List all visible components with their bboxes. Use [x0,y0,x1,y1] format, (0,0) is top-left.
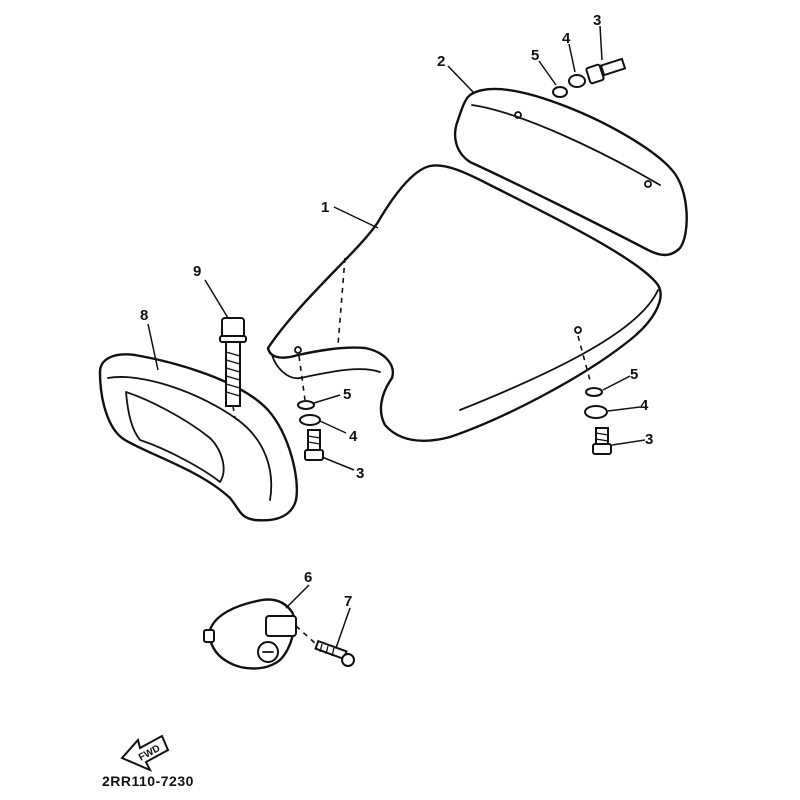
seat-lock-part [203,598,297,670]
callout-5-left: 5 [343,386,351,403]
rear-pad-part [454,87,688,257]
callout-8: 8 [140,307,148,324]
lock-bracket [265,615,297,637]
bolt-head-right [592,443,612,455]
main-seat-part [266,164,662,442]
callouts: 1 2 3 4 5 5 4 3 5 4 3 6 7 8 9 [140,12,653,610]
lock-screw-part [295,625,355,667]
callout-7: 7 [344,593,352,610]
callout-3-left: 3 [356,465,364,482]
callout-5-right: 5 [630,366,638,383]
callout-3-top: 3 [593,12,601,29]
washer-left [297,400,315,410]
lock-washer-left [299,414,321,426]
callout-3-right: 3 [645,431,653,448]
callout-9: 9 [193,263,201,280]
hardware-stack-top [552,57,627,98]
callout-4-right: 4 [640,397,649,414]
bolt-shaft-top [599,57,627,77]
callout-4-left: 4 [349,428,358,445]
lock-washer-top [568,74,586,88]
lock-washer-right [584,405,608,419]
callout-5-top: 5 [531,47,539,64]
long-bolt-part [219,317,247,419]
forward-arrow-icon: FWD [120,734,170,772]
callout-1: 1 [321,199,329,216]
washer-top [552,86,568,98]
hardware-stack-right [577,335,612,455]
side-cover-part [98,353,298,522]
callout-4-top: 4 [562,30,571,47]
bolt-head-left [304,449,324,461]
callout-2: 2 [437,53,445,70]
leader-lines [147,25,646,649]
bolt-shaft-left [307,429,321,453]
hardware-stack-left [297,355,324,461]
callout-6: 6 [304,569,312,586]
bolt-head-top [585,63,605,85]
washer-right [585,387,603,397]
drawing-code: 2RR110-7230 [102,773,194,789]
